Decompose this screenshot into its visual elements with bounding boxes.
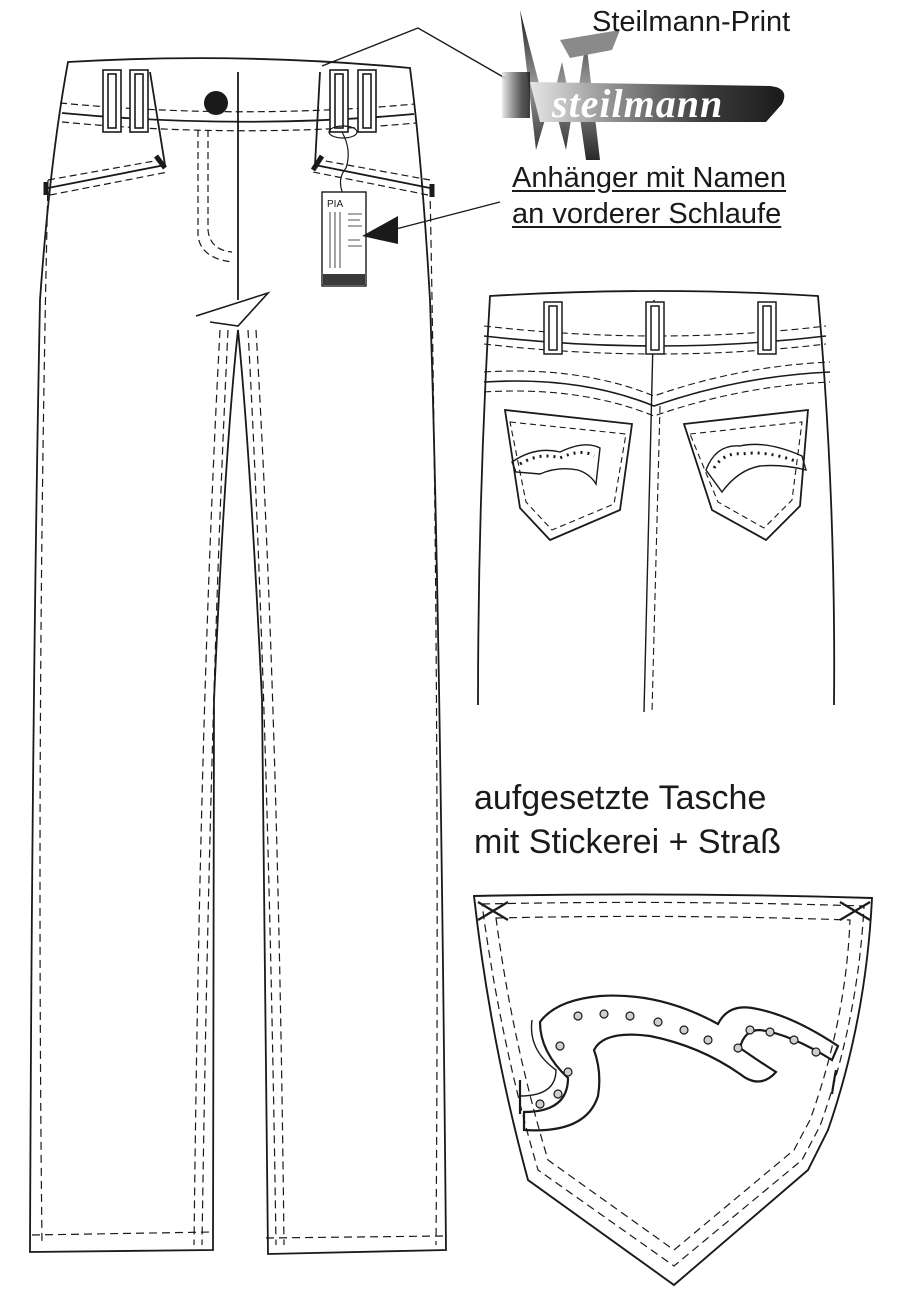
- pointer-lines: [321, 27, 506, 244]
- crotch-mark: [195, 291, 271, 327]
- back-pocket-left: [503, 408, 634, 542]
- back-center-seam: [643, 299, 655, 713]
- fly-stitching: [197, 130, 233, 263]
- left-leg-inner-seam-a: [201, 329, 229, 1246]
- hem-right: [265, 1235, 445, 1239]
- front-outline: [29, 57, 447, 1255]
- rhinestones: [535, 1009, 821, 1109]
- hang-tag-text: PIA: [327, 199, 343, 210]
- hang-tag-pointer: [391, 201, 501, 231]
- back-belt-loops: [543, 301, 777, 355]
- print-pointer: [321, 27, 506, 79]
- bar-tack-right: [839, 901, 871, 921]
- right-leg-inner-seam-a: [247, 329, 277, 1246]
- bar-tack-left: [477, 901, 509, 921]
- steilmann-logo-text: steilmann: [552, 81, 724, 126]
- embroidery-wave: [522, 994, 840, 1132]
- pocket-detail: [472, 893, 873, 1287]
- right-leg-outer-seam: [429, 187, 438, 1246]
- back-yoke: [483, 371, 831, 407]
- back-outline: [477, 290, 836, 706]
- front-view-jeans: [29, 57, 447, 1255]
- hem-left: [31, 1231, 214, 1236]
- pocket-label-line1: aufgesetzte Tasche: [474, 779, 767, 817]
- pocket-outline: [472, 893, 873, 1287]
- front-belt-loops: [102, 69, 377, 133]
- steilmann-logo: [502, 10, 785, 160]
- back-view-jeans: [477, 290, 836, 713]
- hang-tag-arrowhead: [362, 216, 398, 244]
- pocket-label-line2: mit Stickerei + Straß: [474, 823, 782, 861]
- hang-tag-label-line2: an vorderer Schlaufe: [512, 198, 782, 230]
- steilmann-print-label: Steilmann-Print: [592, 6, 791, 38]
- left-leg-outer-seam: [39, 179, 49, 1246]
- hang-tag-label-line1: Anhänger mit Namen: [512, 162, 787, 194]
- front-button: [204, 91, 228, 115]
- back-pocket-right: [682, 408, 809, 542]
- hang-tag: PIA: [321, 125, 367, 287]
